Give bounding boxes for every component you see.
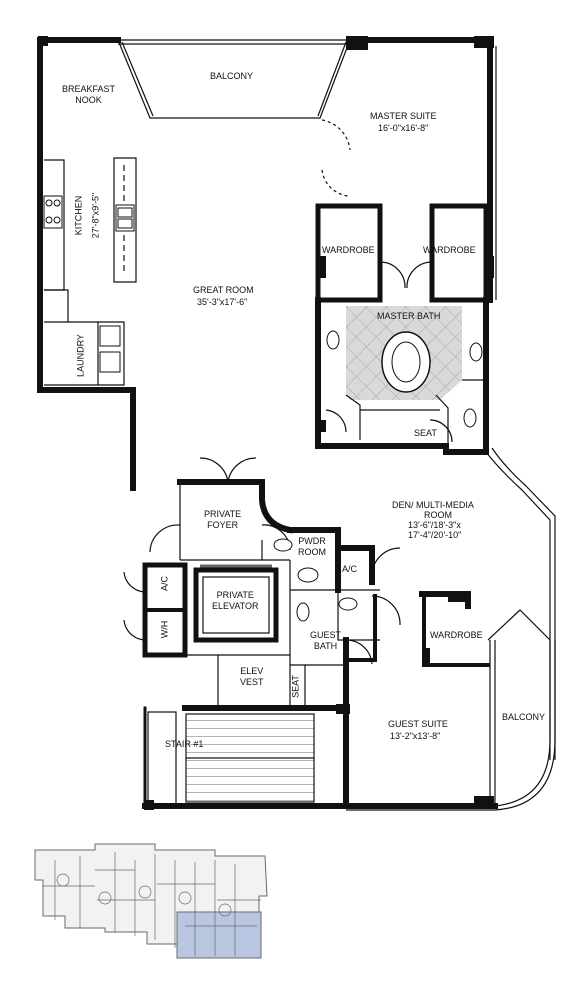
- master-suite-label: MASTER SUITE: [370, 111, 437, 121]
- master-toilet-icon: [463, 408, 477, 428]
- seat-master-label: SEAT: [414, 428, 437, 438]
- kitchen-dim: 27'-8"x9'-5": [90, 192, 101, 239]
- fixtures: [43, 195, 483, 622]
- dryer-icon: [99, 351, 121, 373]
- den-room-label: ROOM: [424, 510, 452, 520]
- private-foyer-label: PRIVATE FOYER: [204, 509, 242, 530]
- seat-guest-label: SEAT: [290, 675, 301, 698]
- ac-left-label: A/C: [159, 576, 170, 592]
- elev-vest-label: ELEV VEST: [240, 666, 264, 687]
- guest-bath-label: GUEST BATH: [310, 630, 342, 651]
- wardrobe-guest-label: WARDROBE: [430, 630, 483, 640]
- master-sink-left-icon: [326, 330, 340, 350]
- private-elevator-label: PRIVATE ELEVATOR: [212, 590, 259, 611]
- wardrobe-left-label: WARDROBE: [322, 245, 375, 255]
- master-bath-label: MASTER BATH: [377, 311, 441, 321]
- master-sink-right-icon: [469, 342, 483, 362]
- master-suite-dim: 16'-0"x16'-8": [378, 123, 429, 133]
- stair-label: STAIR #1: [165, 739, 204, 749]
- pwdr-toilet-icon: [273, 538, 293, 552]
- pwdr-label: PWDR ROOM: [298, 536, 326, 557]
- guest-suite-label: GUEST SUITE: [388, 719, 448, 729]
- den-dim-2: 17'-4"/20'-10": [408, 530, 462, 540]
- walls: [37, 37, 498, 809]
- den-label: DEN/ MULTI-MEDIA: [392, 500, 474, 510]
- wh-label: W/H: [159, 620, 170, 639]
- kitchen-label: KITCHEN: [73, 195, 84, 236]
- great-room-dim: 35'-3"x17'-6": [197, 297, 248, 307]
- guest-sink-icon: [338, 597, 358, 611]
- balcony-top-label: BALCONY: [210, 71, 254, 81]
- breakfast-nook-label: BREAKFAST NOOK: [62, 84, 116, 105]
- ac-right-label: A/C: [342, 564, 358, 574]
- laundry-label: LAUNDRY: [75, 334, 86, 377]
- pwdr-sink-icon: [297, 567, 319, 583]
- washer-icon: [99, 325, 121, 347]
- den-dim-1: 13'-6"/18'-3"x: [408, 520, 461, 530]
- great-room-label: GREAT ROOM: [193, 285, 254, 295]
- guest-suite-dim: 13'-2"x13'-8": [390, 731, 441, 741]
- balcony-right-label: BALCONY: [502, 712, 546, 722]
- key-plan: [34, 843, 268, 959]
- wardrobe-right-label: WARDROBE: [423, 245, 476, 255]
- guest-toilet-icon: [296, 602, 310, 622]
